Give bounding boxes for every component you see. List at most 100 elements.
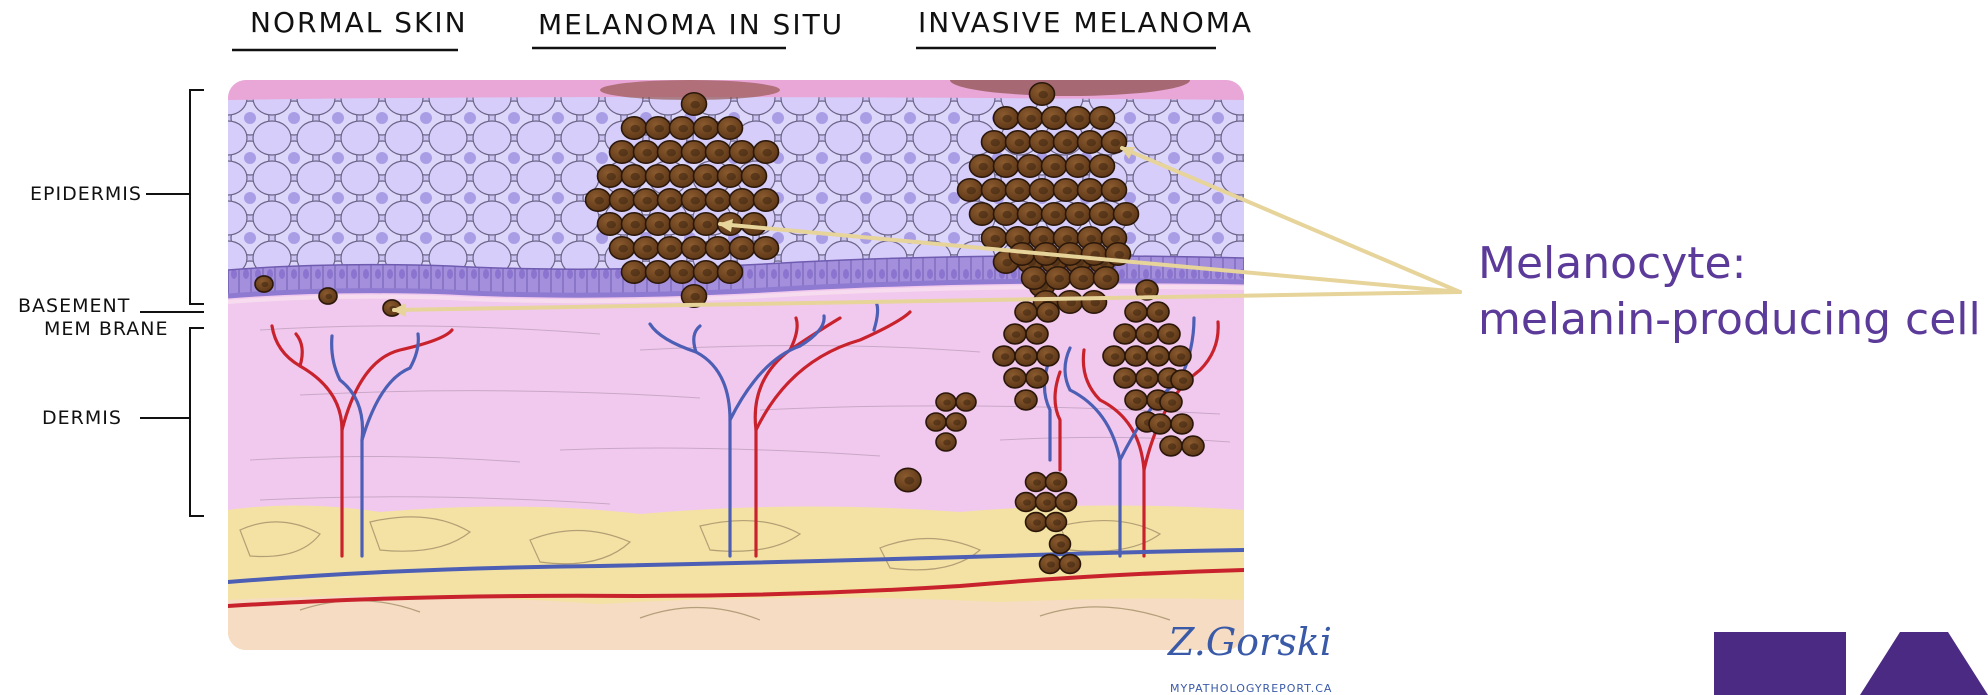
melanocyte-cell (1006, 131, 1031, 154)
melanocyte-cell (718, 117, 743, 140)
signature-website: MYPATHOLOGYREPORT.CA (1170, 682, 1332, 695)
melanocyte-cell (1004, 324, 1026, 344)
melanocyte-cell (1078, 179, 1103, 202)
melanocyte-cell (646, 213, 671, 236)
melanocyte-cell (936, 393, 956, 411)
melanocyte-cell (622, 213, 647, 236)
melanocyte-cell (646, 165, 671, 188)
caption-line1: Melanocyte: (1478, 236, 1981, 292)
melanocyte-cell (1030, 83, 1055, 106)
melanocyte-cell (1022, 267, 1047, 290)
label-basement-line2: MEM BRANE (44, 318, 169, 340)
logo-mark (1714, 632, 1988, 695)
melanocyte-cell (1006, 179, 1031, 202)
melanocyte-cell (1015, 346, 1037, 366)
melanocyte-cell (926, 413, 946, 431)
melanocyte-cell (1090, 155, 1115, 178)
label-epidermis: EPIDERMIS (30, 183, 142, 205)
layer-brackets (140, 90, 204, 516)
melanocyte-cell (646, 261, 671, 284)
melanocyte-cell (982, 131, 1007, 154)
melanocyte-cell (1026, 368, 1048, 388)
melanocyte-cell (1082, 291, 1107, 314)
label-dermis: DERMIS (42, 407, 122, 429)
melanocyte-cell (754, 237, 779, 260)
melanocyte-cell (1040, 555, 1061, 574)
caption-line2: melanin-producing cell (1478, 292, 1981, 348)
melanocyte-cell (1026, 324, 1048, 344)
melanocyte-cell (1056, 493, 1077, 512)
melanocyte-cell (706, 237, 731, 260)
melanocyte-cell (622, 261, 647, 284)
melanocyte-cell (634, 141, 659, 164)
epidermis-bracket (190, 90, 204, 304)
melanocyte-cell (670, 261, 695, 284)
melanocyte-cell (754, 189, 779, 212)
melanocyte-caption: Melanocyte: melanin-producing cell (1478, 236, 1981, 348)
melanocyte-cell (1018, 107, 1043, 130)
title-normal-skin: NORMAL SKIN (250, 6, 468, 39)
artist-signature: Z.Gorski (1168, 620, 1332, 664)
melanocyte-cell (730, 141, 755, 164)
melanocyte-cell (634, 237, 659, 260)
melanocyte-cell (1136, 368, 1158, 388)
melanocyte-cell (694, 165, 719, 188)
melanocyte-cell (622, 165, 647, 188)
melanocyte-cell (682, 189, 707, 212)
melanocyte-cell (1160, 436, 1182, 456)
melanocyte-cell (994, 155, 1019, 178)
melanocyte-cell (682, 93, 707, 116)
melanocyte-cell (1082, 243, 1107, 266)
melanocyte-cell (730, 189, 755, 212)
melanocyte-cell (1147, 302, 1169, 322)
melanocyte-cell (670, 213, 695, 236)
melanocyte-cell (658, 189, 683, 212)
melanocyte-cell (1030, 131, 1055, 154)
melanocyte-cell (646, 117, 671, 140)
melanocyte-cell (658, 141, 683, 164)
label-basement-line1: BASEMENT (18, 295, 130, 317)
melanocyte-cell (610, 237, 635, 260)
melanocyte-cell (706, 141, 731, 164)
melanocyte-cell (1094, 267, 1119, 290)
melanocyte-cell (1018, 155, 1043, 178)
melanocyte-cell (598, 213, 623, 236)
melanocyte-cell (682, 237, 707, 260)
melanocyte-cell (936, 433, 956, 451)
melanocyte-cell (1026, 513, 1047, 532)
melanocyte-cell (1114, 324, 1136, 344)
melanocyte-cell (1070, 267, 1095, 290)
melanocyte-cell (1158, 324, 1180, 344)
melanocyte-cell (1147, 346, 1169, 366)
melanocyte-cell (718, 261, 743, 284)
melanocyte-cell (1046, 473, 1067, 492)
melanocyte-cell (718, 165, 743, 188)
melanocyte-cell (1004, 368, 1026, 388)
melanocyte-cell (694, 261, 719, 284)
dermis-bracket (190, 328, 204, 516)
melanocyte-cell (993, 346, 1015, 366)
melanocyte-cell (1015, 302, 1037, 322)
skin-section (228, 64, 1244, 650)
melanocyte-normal (255, 276, 273, 292)
melanocyte-cell (946, 413, 966, 431)
melanocyte-cell (1015, 390, 1037, 410)
melanocyte-cell (1125, 390, 1147, 410)
melanocyte-cell (670, 117, 695, 140)
melanocyte-cell (610, 141, 635, 164)
melanocyte-cell (670, 165, 695, 188)
melanocyte-cell (1090, 107, 1115, 130)
melanocyte-cell (982, 227, 1007, 250)
melanocyte-cell (1026, 473, 1047, 492)
melanocyte-cell (598, 165, 623, 188)
melanocyte-cell (1102, 179, 1127, 202)
melanocyte-cell (1114, 368, 1136, 388)
melanocyte-cell (754, 141, 779, 164)
melanocyte-cell (730, 237, 755, 260)
melanocyte-cell (1078, 131, 1103, 154)
melanocyte-cell (1171, 414, 1193, 434)
melanocyte-cell (956, 393, 976, 411)
melanocyte-cell (1171, 370, 1193, 390)
melanocyte-cell (682, 141, 707, 164)
melanocyte-cell (1125, 346, 1147, 366)
